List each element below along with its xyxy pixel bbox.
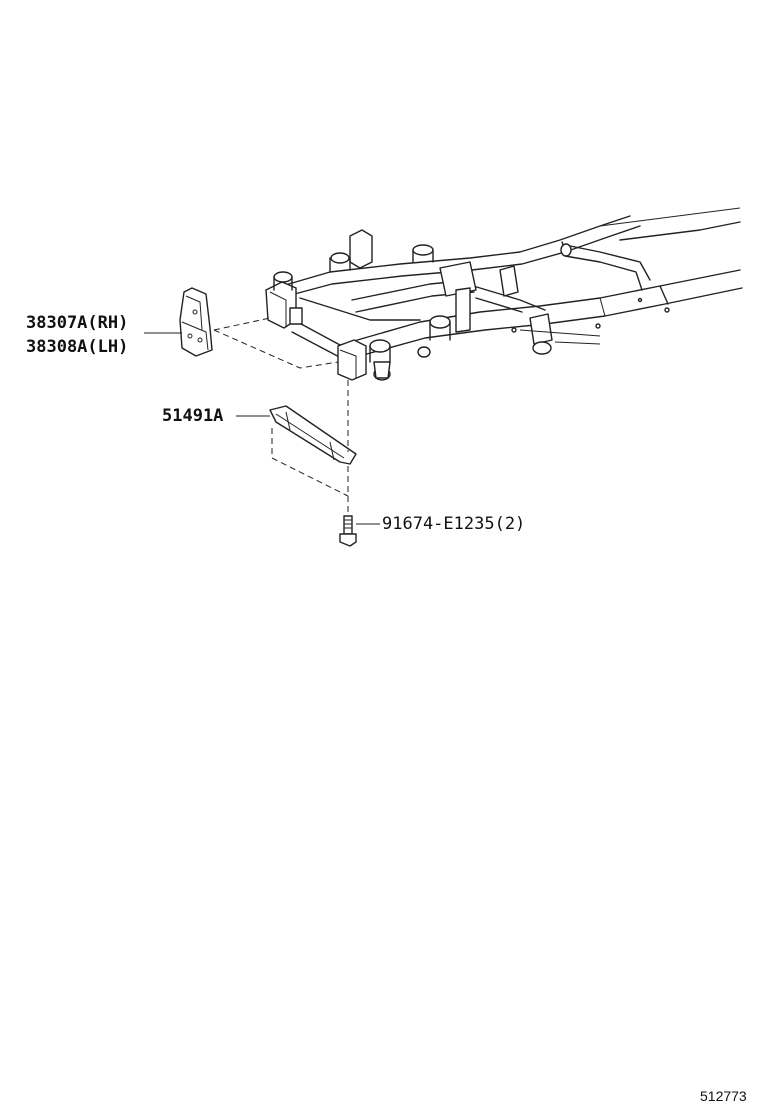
assembly-lines — [213, 317, 349, 514]
rear-mounts — [329, 229, 477, 358]
callout-38307a: 38307A(RH) — [26, 313, 129, 333]
front-rail-lower-end — [337, 339, 391, 381]
plate-51491a — [269, 405, 357, 465]
figure-id: 512773 — [700, 1088, 747, 1104]
bracket-38307a — [179, 287, 213, 357]
rear-suspension — [499, 265, 670, 355]
leader-lines — [144, 332, 380, 525]
front-rail-end — [265, 271, 303, 329]
callout-38308a: 38308A(LH) — [26, 337, 129, 357]
bolt-91674 — [339, 515, 357, 547]
callout-51491a: 51491A — [162, 406, 224, 426]
callout-91674: 91674-E1235(2) — [382, 514, 526, 534]
